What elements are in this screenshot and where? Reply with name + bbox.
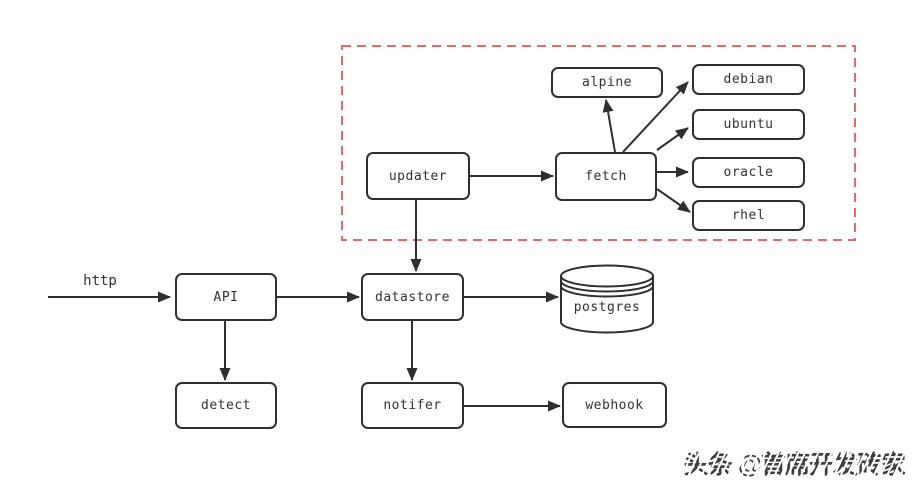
node-webhook: webhook [562, 382, 667, 428]
node-fetch: fetch [555, 152, 657, 201]
node-api-label: API [213, 289, 239, 305]
node-oracle: oracle [692, 157, 805, 188]
node-detect-label: detect [201, 398, 251, 413]
postgres-cylinder-icon [560, 264, 654, 334]
node-notifer: notifer [361, 382, 464, 429]
watermark-text: 头条 @首席开发砖家 [684, 445, 906, 481]
edge-fetch-to-ubuntu [656, 127, 689, 151]
node-notifer-label: notifer [383, 398, 442, 413]
node-webhook-label: webhook [585, 397, 644, 413]
node-alpine: alpine [551, 67, 663, 98]
node-datastore: datastore [361, 273, 464, 321]
node-ubuntu: ubuntu [692, 109, 805, 140]
edge-fetch-to-alpine [602, 99, 616, 153]
node-postgres-label: postgres [573, 300, 641, 315]
node-ubuntu-label: ubuntu [723, 117, 774, 132]
edge-fetch-to-debian [622, 81, 689, 153]
node-debian: debian [692, 64, 805, 95]
node-rhel-label: rhel [731, 208, 766, 223]
node-oracle-label: oracle [723, 165, 774, 180]
node-debian-label: debian [723, 72, 774, 87]
updater-group-dashed-border [341, 45, 856, 241]
node-updater: updater [366, 152, 470, 200]
node-detect: detect [175, 382, 277, 429]
edge-fetch-to-rhel [656, 188, 691, 213]
node-updater-label: updater [388, 168, 448, 184]
node-alpine-label: alpine [582, 75, 632, 90]
node-datastore-label: datastore [375, 289, 450, 305]
node-fetch-label: fetch [585, 169, 627, 184]
http-edge-label: http [83, 273, 117, 289]
node-rhel: rhel [692, 200, 805, 231]
node-api: API [175, 273, 277, 321]
